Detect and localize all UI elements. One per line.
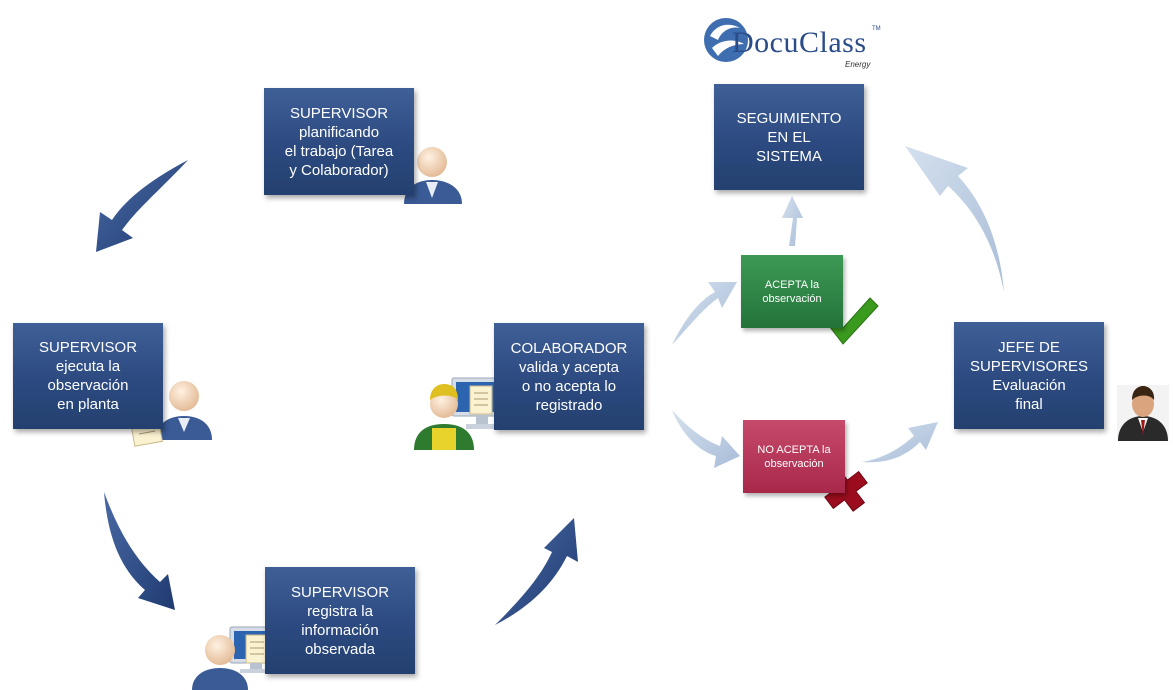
flow-arrow-chief-to-tracking [905, 146, 1004, 292]
logo-sub-text: Energy [845, 60, 871, 69]
docuclass-logo: DocuClass TM Energy [700, 12, 890, 74]
step-plan-line-4: y Colaborador) [289, 161, 389, 179]
decision-reject-line-1: NO ACEPTA la [757, 443, 831, 456]
flow-arrow-execute-to-register [104, 492, 175, 610]
step-plan-line-2: planificando [298, 123, 380, 141]
step-execute-line-3: observación [47, 377, 129, 394]
logo-tm-text: TM [872, 26, 881, 32]
step-execute-line-4: en planta [57, 396, 119, 413]
collaborator-worker-icon [414, 377, 507, 450]
flow-arrow-register-to-validate [495, 518, 578, 625]
flow-arrow-to-accept [672, 282, 737, 345]
step-plan-box: SUPERVISOR planificando el trabajo (Tare… [264, 88, 414, 195]
flow-arrow-accept-to-tracking [782, 196, 803, 246]
step-validate-line-1: COLABORADOR [510, 339, 628, 357]
logo-brand-text: DocuClass [732, 26, 867, 59]
supervisor-person-icon [404, 147, 462, 204]
flow-arrow-reject-to-chief [862, 422, 938, 463]
step-chief-line-3: Evaluación [992, 376, 1066, 394]
step-execute-line-2: ejecuta la [55, 358, 121, 375]
step-validate-line-3: o no acepta lo [521, 377, 617, 395]
step-validate-line-2: valida y acepta [518, 358, 620, 376]
decision-accept-line-2: observación [762, 292, 822, 305]
step-chief-line-2: SUPERVISORES [969, 357, 1089, 375]
flow-arrow-to-reject [672, 410, 740, 468]
step-chief-line-4: final [1015, 395, 1043, 413]
step-register-line-1: SUPERVISOR [290, 583, 390, 601]
step-tracking-line-3: SISTEMA [756, 147, 822, 165]
flow-arrow-plan-to-execute [96, 160, 188, 252]
step-tracking-line-1: SEGUIMIENTO [736, 109, 842, 127]
step-validate-box: COLABORADOR valida y acepta o no acepta … [494, 323, 644, 430]
step-validate-line-4: registrado [535, 396, 603, 414]
decision-reject-box: NO ACEPTA la observación [743, 420, 845, 493]
decision-reject-line-2: observación [764, 457, 824, 470]
decision-accept-line-1: ACEPTA la [764, 278, 820, 291]
step-register-line-3: información [301, 621, 379, 639]
step-chief-box: JEFE DE SUPERVISORES Evaluación final [954, 322, 1104, 429]
step-tracking-line-2: EN EL [767, 128, 811, 146]
step-register-line-2: registra la [307, 602, 373, 620]
step-plan-line-3: el trabajo (Tarea [284, 142, 394, 160]
chief-photo-icon [1117, 385, 1169, 441]
step-plan-line-1: SUPERVISOR [289, 104, 389, 122]
step-tracking-box: SEGUIMIENTO EN EL SISTEMA [714, 84, 864, 190]
step-register-line-4: observada [304, 640, 376, 658]
decision-accept-box: ACEPTA la observación [741, 255, 843, 328]
step-register-box: SUPERVISOR registra la información obser… [265, 567, 415, 674]
step-chief-line-1: JEFE DE [998, 338, 1060, 356]
step-execute-box: SUPERVISOR ejecuta la observación en pla… [13, 323, 163, 429]
step-execute-line-1: SUPERVISOR [38, 339, 138, 356]
docuclass-logo-mark [704, 18, 748, 62]
